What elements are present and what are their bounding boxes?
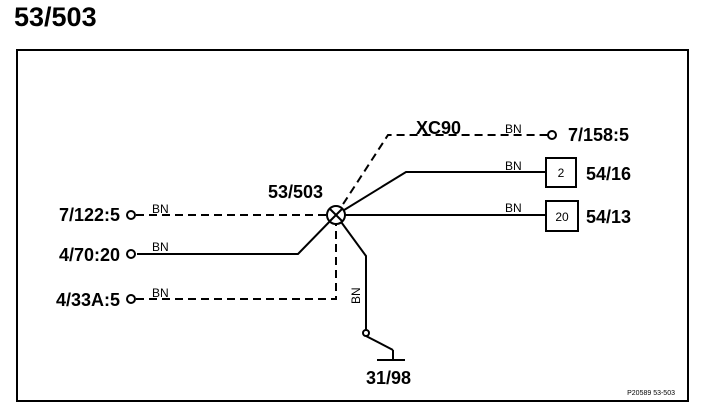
page-title: 53/503 (14, 2, 97, 32)
wire-right-mid (335, 171, 546, 216)
footer-code: P20589 53-503 (627, 390, 675, 397)
connection-right-mid: 54/16 (586, 164, 631, 184)
wire-left-mid (137, 214, 337, 255)
terminal-left-top-icon (126, 210, 136, 220)
wire-color-right-top: BN (505, 122, 522, 136)
wire-left-bottom (136, 215, 337, 300)
connection-left-mid: 4/70:20 (59, 245, 120, 265)
wire-color-ground: BN (349, 287, 363, 304)
splice-label: 53/503 (268, 182, 323, 202)
wire-ground (335, 214, 367, 331)
wire-color-left-mid: BN (152, 240, 169, 254)
connector-pin-mid: 2 (558, 166, 565, 180)
ground-switch (365, 335, 394, 351)
terminal-right-top-icon (547, 130, 557, 140)
connection-right-top: 7/158:5 (568, 125, 629, 145)
wire-color-left-top: BN (152, 202, 169, 216)
connection-ground: 31/98 (366, 368, 411, 388)
wire-right-top (335, 134, 548, 216)
wire-color-right-mid: BN (505, 159, 522, 173)
connector-box-bottom (545, 200, 579, 232)
connector-pin-bottom: 20 (555, 210, 569, 224)
terminal-left-mid-icon (126, 249, 136, 259)
connection-right-bottom: 54/13 (586, 207, 631, 227)
terminal-ground-icon (362, 329, 370, 337)
connection-left-bottom: 4/33A:5 (56, 290, 120, 310)
splice-cross-b (329, 208, 343, 222)
variant-label: XC90 (416, 118, 461, 138)
diagram-frame (16, 49, 689, 402)
connector-box-mid (545, 157, 577, 188)
wire-color-right-bottom: BN (505, 201, 522, 215)
connection-left-top: 7/122:5 (59, 205, 120, 225)
terminal-left-bottom-icon (126, 294, 136, 304)
wire-color-left-bottom: BN (152, 286, 169, 300)
